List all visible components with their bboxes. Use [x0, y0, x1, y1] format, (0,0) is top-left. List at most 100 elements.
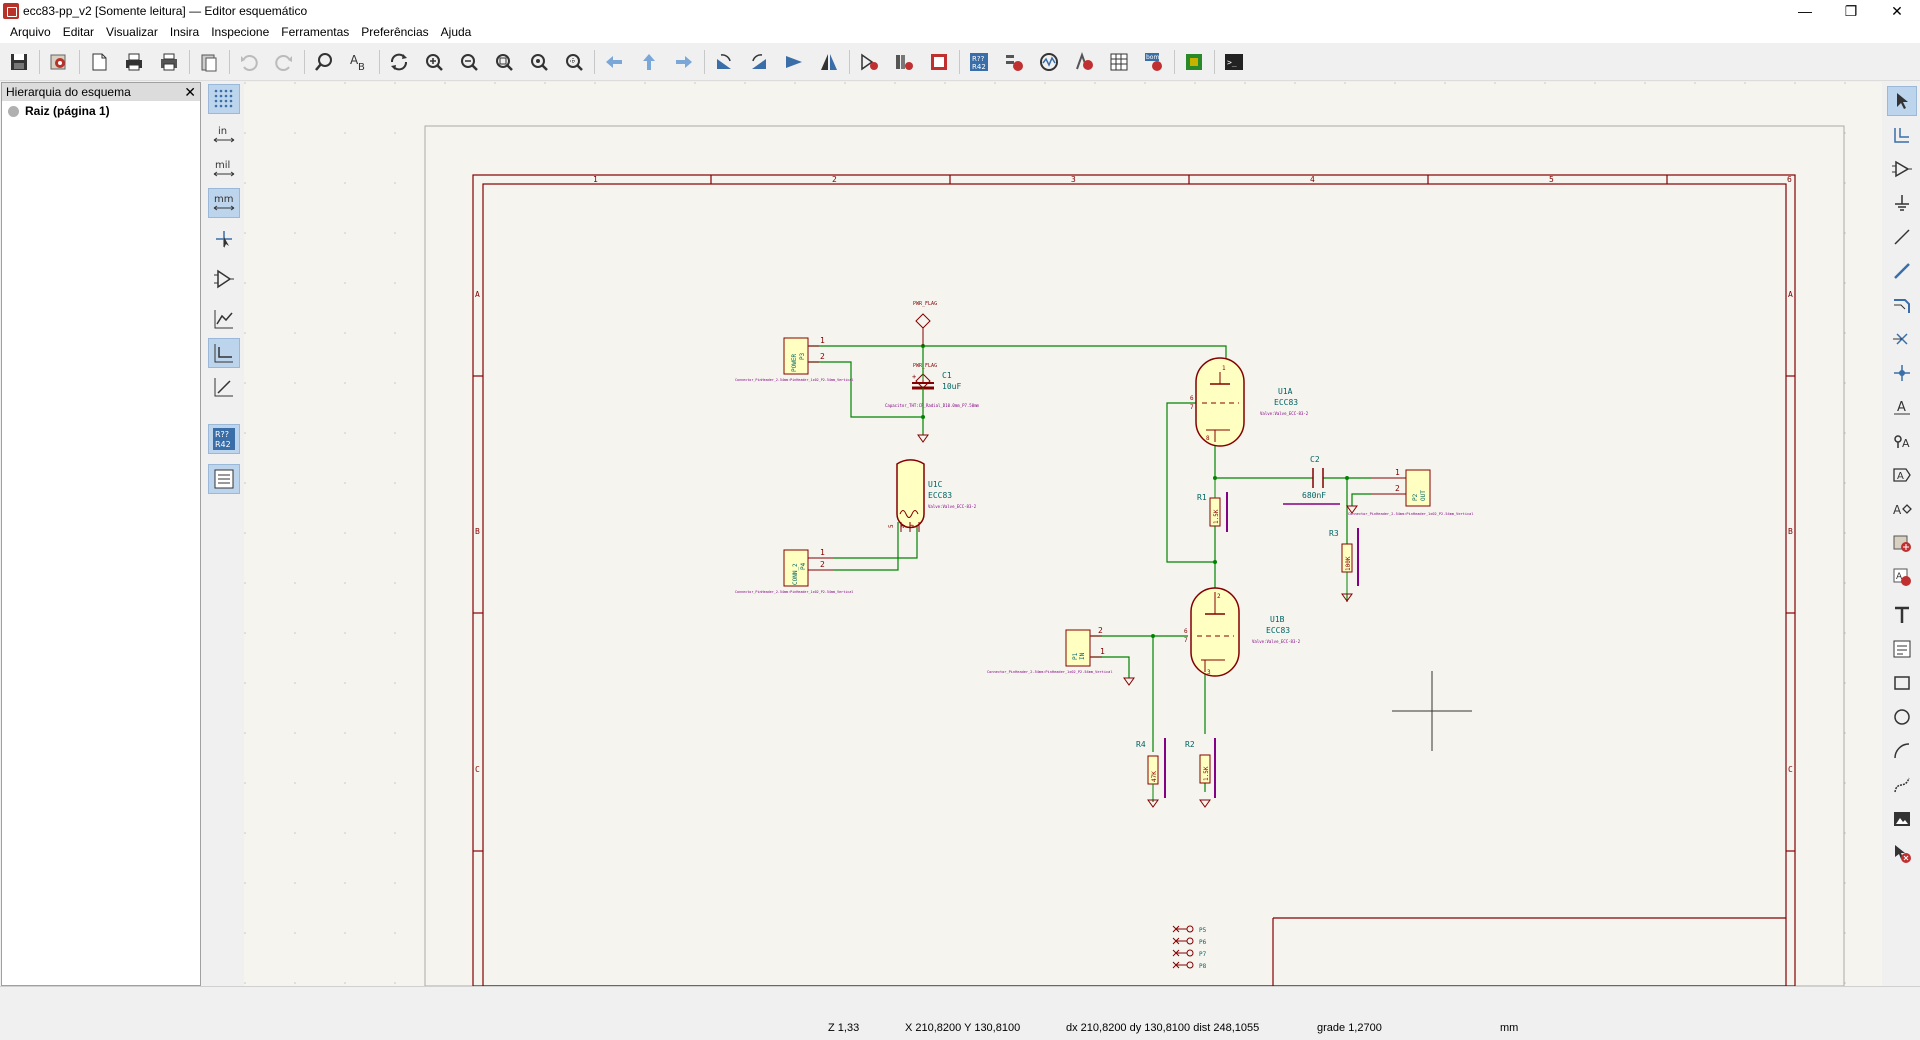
- footprint-library-button[interactable]: [924, 47, 954, 77]
- add-bezier-button[interactable]: [1887, 770, 1917, 800]
- navigate-forward-button[interactable]: [669, 47, 699, 77]
- find-button[interactable]: [309, 47, 339, 77]
- annotate-icon: R??R42: [968, 51, 990, 73]
- row-label: B: [1788, 527, 1793, 536]
- svg-text:2: 2: [1217, 593, 1221, 600]
- paste-button[interactable]: [194, 47, 224, 77]
- svg-text:CONN_2: CONN_2: [792, 563, 799, 585]
- bom-button[interactable]: bom: [1139, 47, 1169, 77]
- footprint-assign-button[interactable]: [1069, 47, 1099, 77]
- add-image-button[interactable]: [1887, 804, 1917, 834]
- symbol-library-button[interactable]: [889, 47, 919, 77]
- rotate-cw-button[interactable]: [744, 47, 774, 77]
- hidden-pins-button[interactable]: [208, 264, 240, 294]
- column-label: 5: [1549, 175, 1554, 184]
- find-replace-button[interactable]: AB: [344, 47, 374, 77]
- menu-inspecione[interactable]: Inspecione: [205, 22, 275, 43]
- hierarchy-close-button[interactable]: ✕: [184, 83, 196, 101]
- delete-tool-button[interactable]: [1887, 838, 1917, 868]
- paste-icon: [198, 51, 220, 73]
- units-mils-icon: mil: [212, 157, 236, 181]
- annotation-toggle-button[interactable]: R??R42: [208, 424, 240, 454]
- schematic-setup-button[interactable]: [44, 47, 74, 77]
- menu-arquivo[interactable]: Arquivo: [4, 22, 57, 43]
- add-wire-button[interactable]: [1887, 256, 1917, 286]
- navigate-back-button[interactable]: [599, 47, 629, 77]
- annotate-button[interactable]: R??R42: [964, 47, 994, 77]
- zoom-in-button[interactable]: [419, 47, 449, 77]
- toggle-grid-button[interactable]: [208, 84, 240, 114]
- close-button[interactable]: ✕: [1874, 0, 1920, 22]
- units-mils-button[interactable]: mil: [208, 154, 240, 184]
- line-mode-45-button[interactable]: [208, 372, 240, 402]
- cursor-shape-button[interactable]: [208, 224, 240, 254]
- properties-panel-button[interactable]: [208, 464, 240, 494]
- maximize-button[interactable]: ❐: [1828, 0, 1874, 22]
- scripting-console-button[interactable]: >_: [1219, 47, 1249, 77]
- add-circle-button[interactable]: [1887, 702, 1917, 732]
- menu-visualizar[interactable]: Visualizar: [100, 22, 164, 43]
- import-sheet-pin-button[interactable]: A: [1887, 562, 1917, 592]
- menu-preferencias[interactable]: Preferências: [355, 22, 434, 43]
- zoom-fit-button[interactable]: [489, 47, 519, 77]
- menu-editar[interactable]: Editar: [57, 22, 100, 43]
- add-text-button[interactable]: [1887, 600, 1917, 630]
- page-settings-button[interactable]: [84, 47, 114, 77]
- text-icon: [1891, 604, 1913, 626]
- hierarchy-root-item[interactable]: Raiz (página 1): [2, 101, 200, 118]
- schematic-canvas[interactable]: 1 2 3 4 5 6 A B C A B C: [244, 82, 1882, 986]
- line-mode-free-button[interactable]: [208, 304, 240, 334]
- svg-text:R42: R42: [215, 440, 231, 449]
- units-inches-button[interactable]: in: [208, 120, 240, 150]
- status-cursor-xy: X 210,8200 Y 130,8100: [905, 1022, 1020, 1034]
- rotate-ccw-button[interactable]: [709, 47, 739, 77]
- pcb-editor-button[interactable]: [1179, 47, 1209, 77]
- line-mode-90-icon: [212, 341, 236, 365]
- add-junction-button[interactable]: [1887, 358, 1917, 388]
- save-button[interactable]: [4, 47, 34, 77]
- highlight-net-button[interactable]: [1887, 120, 1917, 150]
- line-mode-90-button[interactable]: [208, 338, 240, 368]
- svg-text:1: 1: [1395, 468, 1400, 477]
- no-connect-button[interactable]: [1887, 324, 1917, 354]
- add-hier-label-button[interactable]: A: [1887, 494, 1917, 524]
- redo-button[interactable]: [269, 47, 299, 77]
- add-power-button[interactable]: [1887, 188, 1917, 218]
- add-textbox-button[interactable]: [1887, 634, 1917, 664]
- add-line-button[interactable]: [1887, 222, 1917, 252]
- add-arc-button[interactable]: [1887, 736, 1917, 766]
- status-delta: dx 210,8200 dy 130,8100 dist 248,1055: [1066, 1022, 1259, 1034]
- add-global-label-button[interactable]: A: [1887, 460, 1917, 490]
- symbol-fields-table-button[interactable]: [1104, 47, 1134, 77]
- undo-button[interactable]: [234, 47, 264, 77]
- menu-ferramentas[interactable]: Ferramentas: [275, 22, 355, 43]
- symbol-editor-button[interactable]: [854, 47, 884, 77]
- simulator-button[interactable]: [1034, 47, 1064, 77]
- menu-ajuda[interactable]: Ajuda: [435, 22, 478, 43]
- svg-text:Connector_PinHeader_2.54mm:Pin: Connector_PinHeader_2.54mm:PinHeader_1x0…: [987, 670, 1113, 674]
- zoom-out-button[interactable]: [454, 47, 484, 77]
- minimize-button[interactable]: —: [1782, 0, 1828, 22]
- mirror-vertical-button[interactable]: [779, 47, 809, 77]
- erc-button[interactable]: [999, 47, 1029, 77]
- add-sheet-button[interactable]: [1887, 528, 1917, 558]
- svg-text:A: A: [1902, 437, 1910, 450]
- menu-insira[interactable]: Insira: [164, 22, 205, 43]
- refresh-button[interactable]: [384, 47, 414, 77]
- zoom-fit-icon: [493, 51, 515, 73]
- add-label-button[interactable]: A: [1887, 392, 1917, 422]
- symbol-editor-icon: [858, 51, 880, 73]
- print-button[interactable]: [119, 47, 149, 77]
- units-mm-icon: mm: [212, 191, 236, 215]
- add-rectangle-button[interactable]: [1887, 668, 1917, 698]
- zoom-objects-button[interactable]: [524, 47, 554, 77]
- add-symbol-button[interactable]: [1887, 154, 1917, 184]
- select-tool-button[interactable]: [1887, 86, 1917, 116]
- plot-button[interactable]: [154, 47, 184, 77]
- units-mm-button[interactable]: mm: [208, 188, 240, 218]
- add-bus-entry-button[interactable]: [1887, 290, 1917, 320]
- navigate-up-button[interactable]: [634, 47, 664, 77]
- zoom-selection-button[interactable]: [559, 47, 589, 77]
- add-netclass-button[interactable]: A: [1887, 426, 1917, 456]
- mirror-horizontal-button[interactable]: [814, 47, 844, 77]
